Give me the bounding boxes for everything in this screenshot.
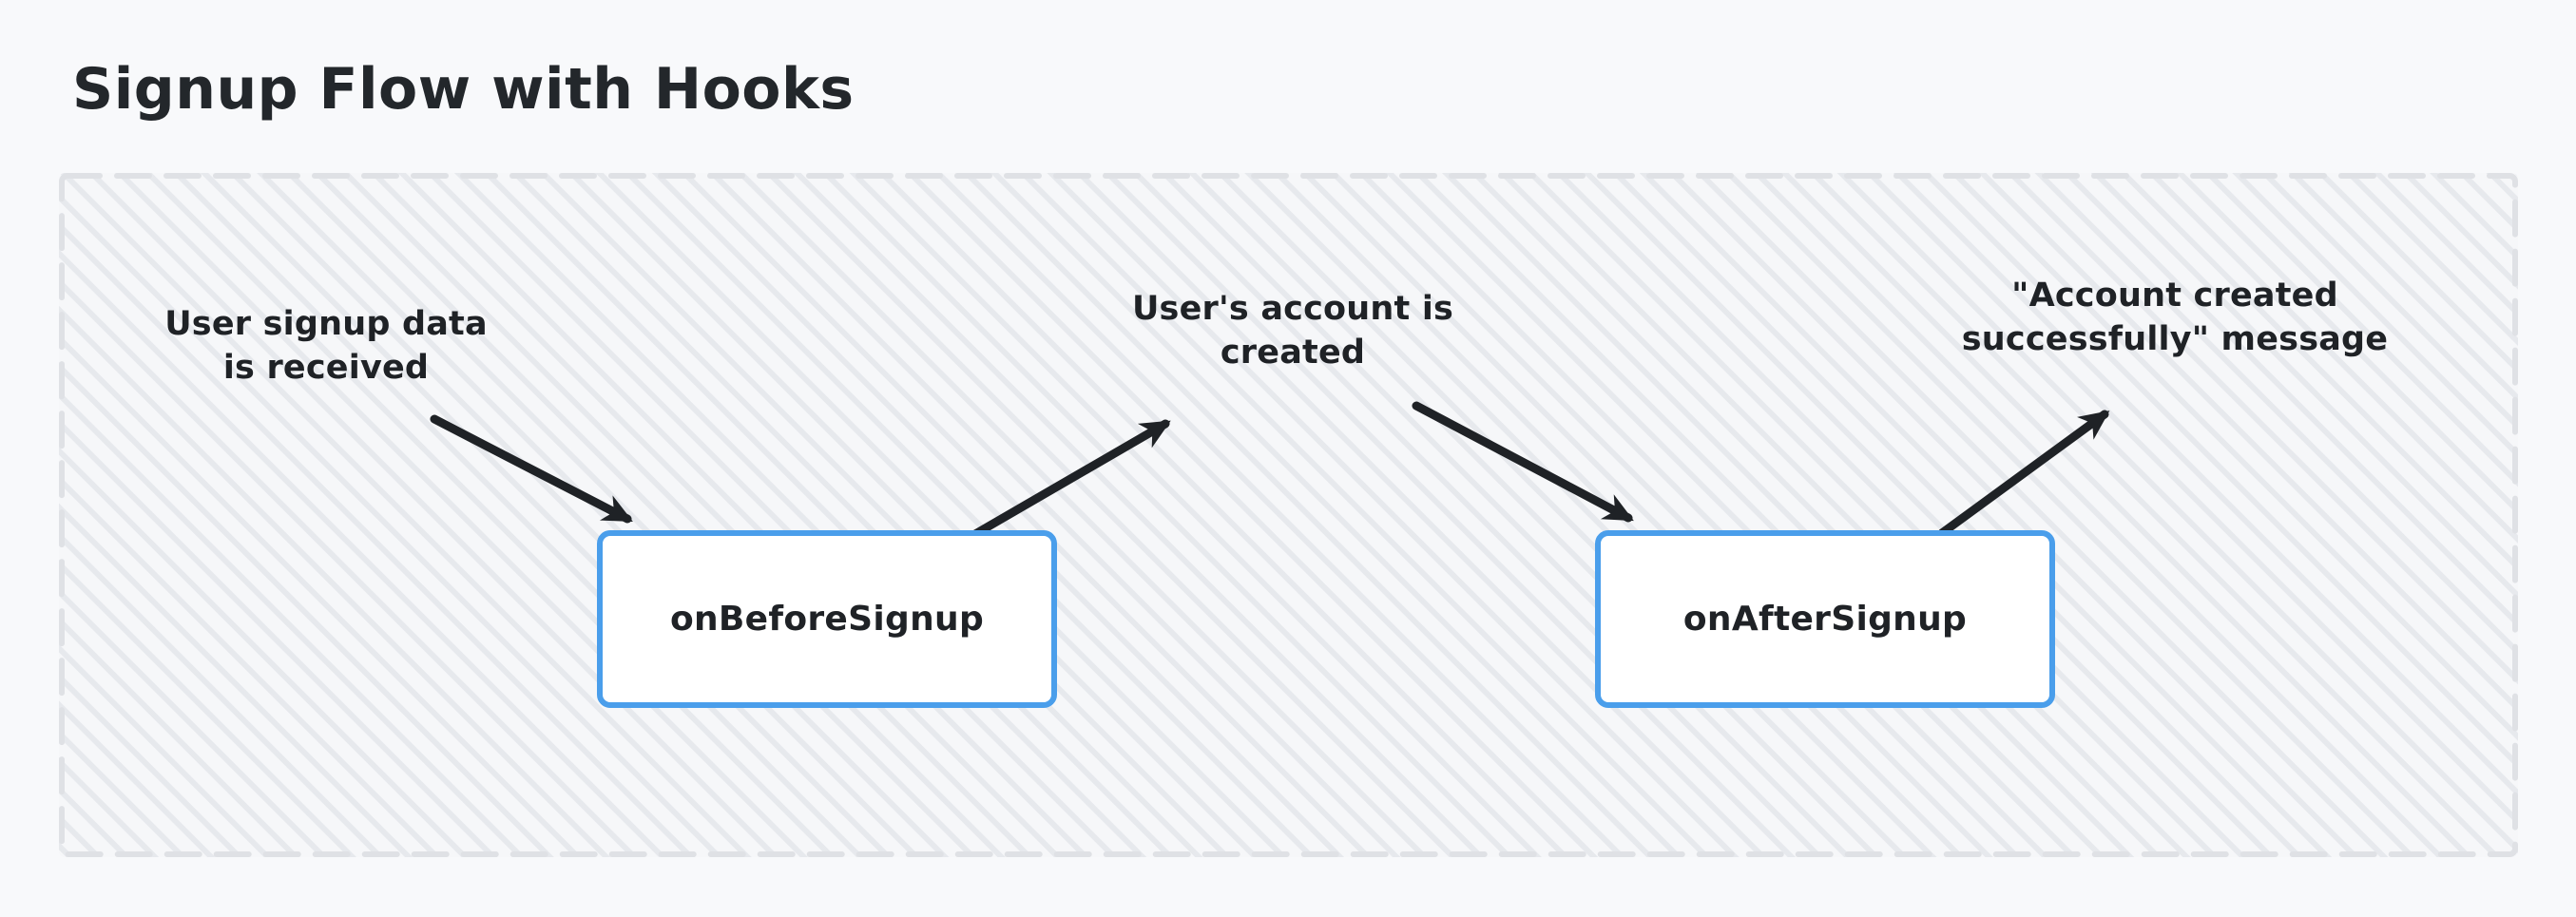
node-on-before-signup[interactable]: onBeforeSignup xyxy=(597,530,1057,708)
node-on-after-signup[interactable]: onAfterSignup xyxy=(1595,530,2055,708)
page-title: Signup Flow with Hooks xyxy=(72,56,855,123)
edge-label-input: User signup data is received xyxy=(164,305,488,388)
edge-label-account-created: User's account is created xyxy=(1131,290,1454,373)
node-label-on-after-signup: onAfterSignup xyxy=(1682,600,1968,639)
node-label-on-before-signup: onBeforeSignup xyxy=(669,600,985,639)
edge-label-success-message: "Account created successfully" message xyxy=(1961,277,2389,359)
